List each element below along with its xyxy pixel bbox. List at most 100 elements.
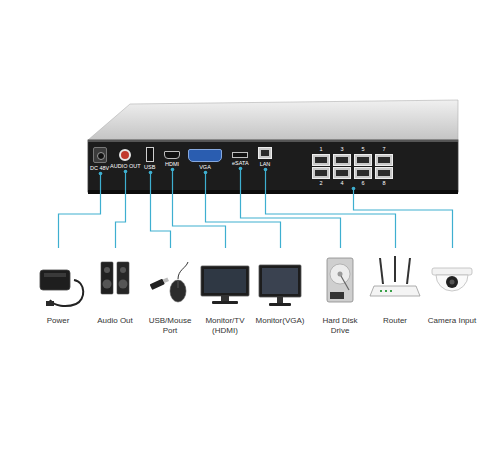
- router-led: [380, 290, 382, 292]
- device-label: Power: [32, 316, 84, 326]
- panel-port: DC 48V: [89, 147, 110, 172]
- port-number: 6: [354, 180, 372, 187]
- device-item: USB/Mouse Port: [144, 248, 196, 336]
- speaker-woofer: [119, 280, 128, 289]
- poe-port: [354, 154, 372, 166]
- speaker-left: [101, 262, 113, 294]
- usb-port: [146, 147, 154, 162]
- monitor-stand: [277, 297, 283, 303]
- speaker-tweeter: [120, 267, 126, 273]
- rj45-opening: [315, 170, 327, 176]
- device-item: Hard Disk Drive: [314, 248, 366, 336]
- monitor-base: [269, 303, 291, 306]
- monitor-screen: [262, 268, 298, 294]
- device-label: Monitor/TV (HDMI): [198, 316, 252, 336]
- mouse-button-split: [178, 281, 179, 288]
- rj45-opening: [315, 157, 327, 163]
- router-led: [390, 290, 392, 292]
- tv-stand: [221, 296, 229, 301]
- power-adapter: [40, 270, 70, 290]
- leader-dot: [264, 168, 268, 172]
- housing-top: [88, 100, 458, 140]
- usb-stick-plug: [163, 277, 169, 283]
- panel-port: VGA: [187, 147, 223, 171]
- leader-line: [206, 171, 281, 248]
- housing-bottom-lip: [88, 190, 458, 194]
- hdd-label: [330, 292, 344, 299]
- poe-port-block: 13572468: [311, 146, 394, 187]
- jack-hole: [97, 152, 105, 160]
- port-number: 3: [333, 146, 351, 153]
- rj45-opening: [336, 157, 348, 163]
- usb-stick: [150, 276, 170, 289]
- rj45-opening: [261, 150, 269, 156]
- device-item: Audio Out: [89, 248, 141, 326]
- rj45-opening: [378, 170, 390, 176]
- poe-port: [312, 154, 330, 166]
- device-item: Router: [370, 248, 420, 326]
- port-label: HDMI: [165, 161, 179, 168]
- device-label: Hard Disk Drive: [314, 316, 366, 336]
- leader-line: [354, 187, 453, 248]
- rj45-opening: [336, 170, 348, 176]
- port-number: 7: [375, 146, 393, 153]
- camera-lens-glass: [450, 280, 455, 285]
- poe-port: [312, 167, 330, 179]
- leader-line: [116, 170, 126, 248]
- lan-port: [258, 147, 272, 159]
- router-antenna: [380, 258, 383, 284]
- device-item: Monitor/TV (HDMI): [198, 248, 252, 336]
- panel-port: eSATA: [231, 147, 250, 167]
- mouse-cord: [178, 262, 188, 279]
- esata-port: [232, 152, 248, 158]
- panel-port: USB: [143, 147, 156, 171]
- camera-lens: [446, 276, 458, 288]
- device-item: Power: [32, 248, 84, 326]
- device-label: USB/Mouse Port: [144, 316, 196, 336]
- router-antenna: [407, 258, 410, 284]
- speaker-tweeter: [104, 267, 110, 273]
- mouse-body: [170, 280, 186, 302]
- leader-line: [266, 168, 396, 248]
- leader-line: [173, 168, 226, 248]
- speaker-woofer: [103, 280, 112, 289]
- power-adapter-label: [44, 273, 66, 277]
- leader-dot: [239, 167, 243, 171]
- panel-port: LAN: [257, 147, 273, 168]
- device-item: Monitor(VGA): [253, 248, 307, 326]
- leader-line: [241, 167, 341, 248]
- monitor-frame: [259, 265, 301, 297]
- hdd-arm: [341, 276, 349, 290]
- camera-dome: [436, 275, 468, 291]
- port-label: eSATA: [232, 160, 249, 167]
- tv-base: [212, 301, 238, 304]
- device-label: Audio Out: [89, 316, 141, 326]
- router-led: [385, 290, 387, 292]
- leader-dot: [99, 172, 103, 176]
- leader-dot: [204, 171, 208, 175]
- port-label: DC 48V: [90, 165, 109, 172]
- leader-dot: [171, 168, 175, 172]
- tv-frame: [201, 266, 249, 296]
- leader-dot: [149, 171, 153, 175]
- tv-screen: [204, 269, 246, 293]
- rj45-opening: [357, 170, 369, 176]
- leader-dot: [124, 170, 128, 174]
- panel-port: HDMI: [163, 147, 181, 168]
- leader-line: [59, 172, 101, 248]
- device-item: Camera Input: [424, 248, 480, 326]
- router-antenna: [394, 256, 396, 282]
- port-number: 2: [312, 180, 330, 187]
- poe-port: [333, 154, 351, 166]
- housing-back-panel: [88, 140, 458, 192]
- port-label: LAN: [260, 161, 271, 168]
- housing-edge: [88, 140, 458, 142]
- rj45-opening: [357, 157, 369, 163]
- port-number: 5: [354, 146, 372, 153]
- usb-stick-body: [150, 279, 165, 290]
- device-label: Monitor(VGA): [253, 316, 307, 326]
